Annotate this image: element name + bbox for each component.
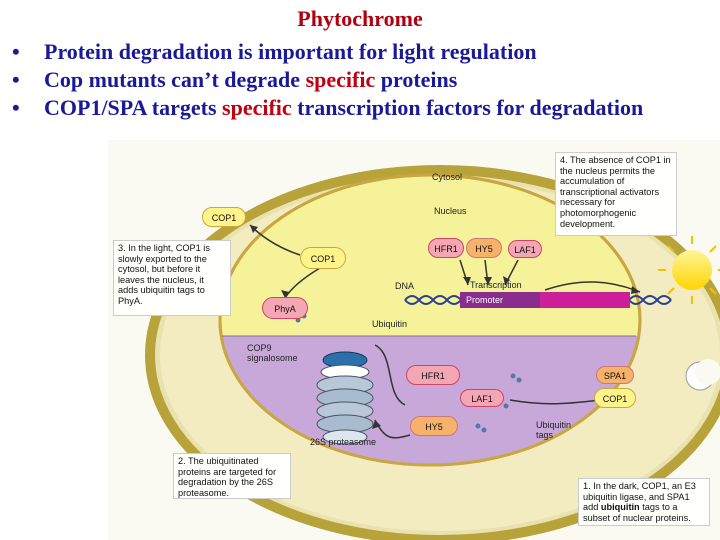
coding-region: [540, 292, 630, 308]
spa1-protein: SPA1: [596, 366, 634, 384]
promoter-label: Promoter: [466, 295, 503, 305]
hfr1-bottom-protein: HFR1: [406, 365, 460, 385]
cop1-nucleus-protein: COP1: [300, 247, 346, 269]
note-step-2: 2. The ubiquitinated proteins are target…: [173, 453, 291, 499]
note-step-1: 1. In the dark, COP1, an E3 ubiquitin li…: [578, 478, 710, 526]
hy5-bottom-protein: HY5: [410, 416, 458, 436]
hy5-top-protein: HY5: [466, 238, 502, 258]
note-step-4: 4. The absence of COP1 in the nucleus pe…: [555, 152, 677, 236]
dna-label: DNA: [395, 281, 414, 291]
cop9-signalosome-label: COP9 signalosome: [247, 343, 298, 363]
ubiquitin-label: Ubiquitin: [372, 319, 407, 329]
note-step-1-emphasis: ubiquitin: [601, 502, 640, 512]
nucleus-label: Nucleus: [434, 206, 467, 216]
laf1-top-protein: LAF1: [508, 240, 542, 258]
note-step-3: 3. In the light, COP1 is slowly exported…: [113, 240, 231, 316]
proteasome-label: 26S proteasome: [310, 437, 376, 447]
phya-protein: PhyA: [262, 297, 308, 319]
laf1-bottom-protein: LAF1: [460, 389, 504, 407]
cytosol-label: Cytosol: [432, 172, 462, 182]
hfr1-top-protein: HFR1: [428, 238, 464, 258]
ubiquitin-tags-label: Ubiquitin tags: [536, 420, 571, 440]
cop1-bottom-protein: COP1: [594, 388, 636, 408]
cop1-cytosol-protein: COP1: [202, 207, 246, 227]
transcription-label: Transcription: [470, 280, 522, 290]
